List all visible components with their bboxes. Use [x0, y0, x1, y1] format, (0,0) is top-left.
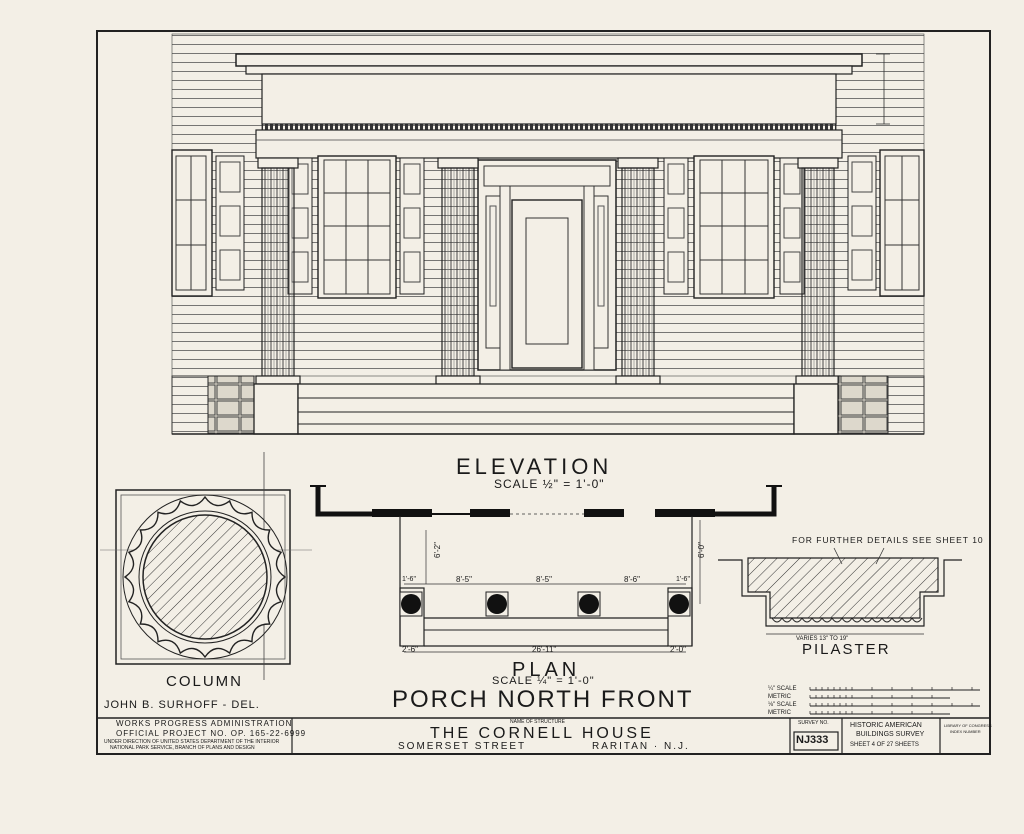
pilaster-detail-drawing [718, 547, 962, 635]
plan-dim-bay-2: 8'-5" [536, 575, 552, 584]
library-line-2: INDEX NUMBER [950, 729, 981, 734]
survey-number: NJ333 [796, 734, 829, 746]
pilaster-note: FOR FURTHER DETAILS SEE SHEET 10 [792, 535, 984, 545]
plan-dim-overall: 26'-11" [532, 645, 557, 654]
plan-drawing [310, 485, 782, 653]
habs-line-1: HISTORIC AMERICAN [850, 722, 922, 729]
column-title: COLUMN [166, 673, 244, 690]
elevation-title: ELEVATION [456, 454, 613, 479]
survey-label: SURVEY NO. [798, 720, 829, 726]
scalebar-label-4: METRIC [768, 710, 791, 716]
structure-name: THE CORNELL HOUSE [430, 725, 654, 742]
structure-label: NAME OF STRUCTURE [510, 719, 565, 725]
plan-dim-depth: 6'-2" [432, 542, 442, 558]
plan-dim-right-offset: 1'-6" [676, 576, 690, 583]
elevation-drawing [171, 33, 925, 435]
scalebar-label-3: ⅛" SCALE [768, 702, 797, 708]
wpa-line-2: OFFICIAL PROJECT NO. OP. 165-22-6999 [116, 729, 307, 738]
plan-title: PLAN [512, 659, 581, 681]
plan-dim-bay-3: 8'-6" [624, 575, 640, 584]
column-detail-drawing [100, 452, 312, 680]
habs-sheet: SHEET 4 OF 27 SHEETS [850, 742, 919, 748]
plan-dim-right-end: 2'-0" [670, 645, 686, 654]
pilaster-title: PILASTER [802, 641, 891, 658]
library-line-1: LIBRARY OF CONGRESS [944, 723, 992, 728]
structure-city: RARITAN · N.J. [592, 741, 690, 752]
sheet-border [96, 30, 991, 755]
wpa-line-3: UNDER DIRECTION OF UNITED STATES DEPARTM… [104, 739, 280, 745]
structure-street: SOMERSET STREET [398, 741, 527, 752]
wpa-line-1: WORKS PROGRESS ADMINISTRATION [116, 719, 293, 728]
drawing-title: PORCH NORTH FRONT [392, 686, 694, 713]
plan-dim-side: 6'-0" [696, 542, 706, 558]
plan-dim-bay-1: 8'-5" [456, 575, 472, 584]
elevation-scale: SCALE ½" = 1'-0" [494, 477, 605, 491]
delineator: JOHN B. SURHOFF - DEL. [104, 699, 260, 711]
plan-scale: SCALE ¼" = 1'-0" [492, 675, 595, 687]
scalebar-label-2: METRIC [768, 694, 791, 700]
plan-dim-left-end: 2'-6" [402, 645, 418, 654]
plan-dim-left-offset: 1'-6" [402, 576, 416, 583]
wpa-line-4: NATIONAL PARK SERVICE, BRANCH OF PLANS A… [110, 745, 255, 751]
title-block [97, 687, 990, 754]
habs-line-2: BUILDINGS SURVEY [856, 731, 925, 738]
pilaster-varies: VARIES 13" TO 19" [796, 636, 849, 642]
scalebar-label-1: ¼" SCALE [768, 686, 797, 692]
